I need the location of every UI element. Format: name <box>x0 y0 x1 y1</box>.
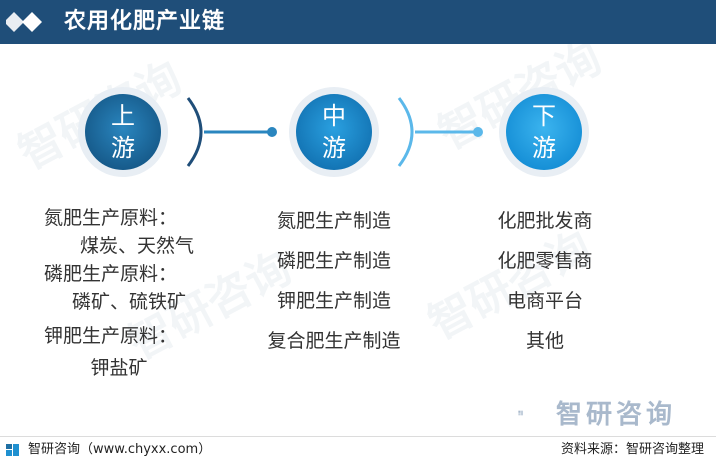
upstream-node <box>78 87 168 177</box>
brand-logo-text: 智研咨询 <box>556 400 677 430</box>
downstream-label-bottom: 游 <box>532 134 556 162</box>
midstream-list: 氮肥生产制造 磷肥生产制造 钾肥生产制造 复合肥生产制造 <box>240 207 428 367</box>
upstream-label-top: 上 <box>111 102 135 130</box>
midstream-item: 氮肥生产制造 <box>276 210 391 232</box>
downstream-label-top: 下 <box>532 102 556 130</box>
upstream-list: 氮肥生产原料： 煤炭、天然气 磷肥生产原料： 磷矿、硫铁矿 钾肥生产原料： 钾盐… <box>44 204 214 382</box>
brand-logo-icon <box>518 410 524 416</box>
upstream-phosphate-category: 磷肥生产原料： <box>44 263 178 285</box>
footer-source: 资料来源：智研咨询整理 <box>560 442 704 457</box>
upstream-potash-sources: 钾盐矿 <box>90 357 148 379</box>
brand-icon <box>6 444 19 456</box>
midstream-item: 钾肥生产制造 <box>276 290 391 312</box>
downstream-list: 化肥批发商 化肥零售商 电商平台 其他 <box>470 207 620 367</box>
footer-brand: 智研咨询（www.chyxx.com） <box>28 442 212 457</box>
downstream-item: 化肥批发商 <box>497 210 593 232</box>
downstream-item: 其他 <box>525 330 564 352</box>
upstream-label: 上 游 <box>93 100 153 164</box>
midstream-node <box>289 87 379 177</box>
downstream-item: 电商平台 <box>506 290 583 312</box>
page-title: 农用化肥产业链 <box>64 9 226 34</box>
upstream-label-bottom: 游 <box>111 134 135 162</box>
diamond-icon <box>6 12 42 32</box>
midstream-label-top: 中 <box>322 102 346 130</box>
footer: 智研咨询（www.chyxx.com） 资料来源：智研咨询整理 <box>0 436 716 463</box>
midstream-item: 复合肥生产制造 <box>267 330 401 352</box>
midstream-item: 磷肥生产制造 <box>276 250 391 272</box>
connector-up-mid <box>186 97 277 167</box>
header-bar: 农用化肥产业链 <box>0 0 716 44</box>
upstream-phosphate-sources: 磷矿、硫铁矿 <box>71 291 186 313</box>
downstream-label: 下 游 <box>514 100 574 164</box>
downstream-item: 化肥零售商 <box>497 250 593 272</box>
upstream-nitrogen-sources: 煤炭、天然气 <box>79 235 194 257</box>
midstream-label: 中 游 <box>304 100 364 164</box>
downstream-node <box>499 87 589 177</box>
upstream-potash-category: 钾肥生产原料： <box>44 325 178 347</box>
upstream-nitrogen-category: 氮肥生产原料： <box>44 207 178 229</box>
connector-mid-down <box>397 97 483 167</box>
midstream-label-bottom: 游 <box>322 134 346 162</box>
